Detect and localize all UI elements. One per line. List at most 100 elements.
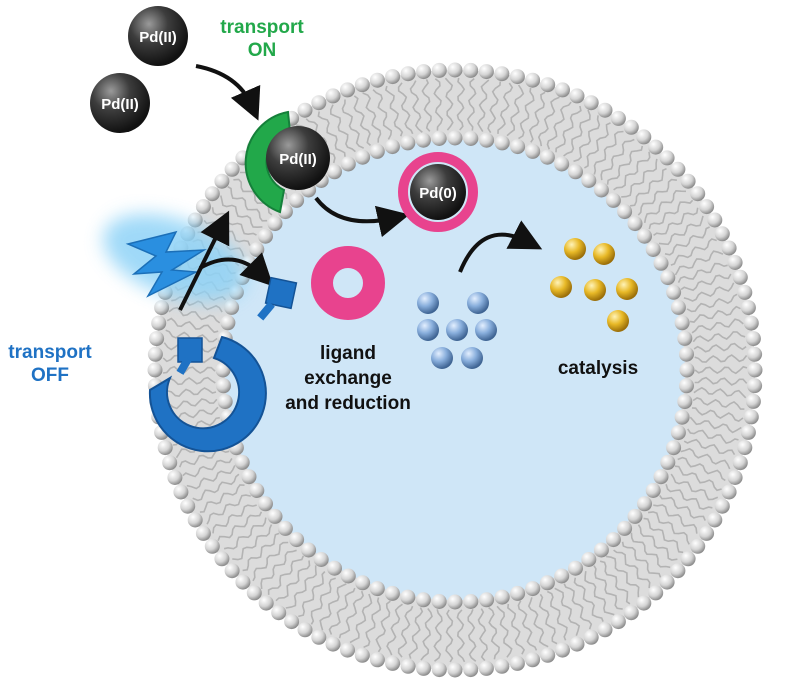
lipid-head xyxy=(385,69,401,85)
lipid-head xyxy=(297,102,313,118)
gold-particle xyxy=(550,276,572,298)
lipid-tail xyxy=(694,365,748,375)
ligand-label-1: ligand xyxy=(320,343,376,364)
lipid-head xyxy=(674,315,690,331)
lipid-head xyxy=(690,186,706,202)
lipid-head xyxy=(234,454,250,470)
lipid-head xyxy=(220,315,236,331)
lipid-head xyxy=(297,622,313,638)
lipid-head xyxy=(727,470,743,485)
lipid-head xyxy=(494,135,510,151)
lipid-tail xyxy=(693,342,747,353)
lipid-head xyxy=(447,130,463,146)
lipid-head xyxy=(195,199,211,215)
lipid-tail xyxy=(647,511,690,545)
gold-particle xyxy=(593,243,615,265)
lipid-head xyxy=(674,409,690,425)
lipid-head xyxy=(204,186,220,202)
lipid-head xyxy=(677,394,693,410)
lipid-head xyxy=(597,622,613,638)
lipid-head xyxy=(340,156,356,172)
lipid-head xyxy=(679,346,694,362)
lipid-tail xyxy=(518,87,535,140)
lipid-tail xyxy=(488,606,500,660)
lipid-head xyxy=(167,470,183,485)
transport-off-label-1: transport xyxy=(8,342,92,363)
lipid-tail xyxy=(683,282,735,302)
lipid-head xyxy=(340,642,355,658)
lipid-tail xyxy=(456,77,466,131)
lipid-tail xyxy=(664,226,710,256)
lipid-tail xyxy=(693,386,747,399)
lipid-tail xyxy=(212,504,257,534)
lipid-head xyxy=(447,62,463,78)
lipid-tail xyxy=(341,99,365,149)
lipid-tail xyxy=(689,305,741,323)
lipid-tail xyxy=(375,600,391,653)
pd2-sphere-2 xyxy=(90,73,150,133)
gold-particle xyxy=(616,278,638,300)
lipid-tail xyxy=(527,597,549,648)
lipid-head xyxy=(740,424,756,440)
released-blocker-square xyxy=(264,276,298,310)
lipid-tail xyxy=(593,130,624,175)
lipid-head xyxy=(593,182,609,198)
lipid-head xyxy=(173,484,189,500)
lipid-tail xyxy=(507,603,526,655)
lipid-tail xyxy=(563,109,591,157)
lipid-head xyxy=(431,131,447,146)
lipid-tail xyxy=(386,603,403,656)
lipid-head xyxy=(431,594,447,609)
lipid-tail xyxy=(689,416,742,434)
lipid-head xyxy=(313,552,329,567)
lipid-head xyxy=(670,563,686,579)
lipid-tail xyxy=(583,122,611,169)
lipid-head xyxy=(301,542,317,558)
pd2-label-2: Pd(II) xyxy=(101,96,139,113)
lipid-head xyxy=(355,149,371,165)
lipid-tail xyxy=(319,583,347,631)
lipid-head xyxy=(431,62,447,78)
lipid-head xyxy=(246,585,262,601)
lipid-tail xyxy=(420,608,433,661)
lipid-tail xyxy=(330,104,356,153)
lipid-head xyxy=(258,496,273,512)
lipid-head xyxy=(627,508,643,524)
lipid-head xyxy=(539,149,555,165)
lipid-head xyxy=(747,362,763,378)
lipid-tail xyxy=(408,607,424,659)
lipid-head xyxy=(597,102,613,118)
lipid-head xyxy=(737,284,753,300)
blue-particle xyxy=(446,319,468,341)
lipid-tail xyxy=(162,365,216,375)
lipid-head xyxy=(666,284,682,300)
lipid-tail xyxy=(546,590,568,641)
lipid-head xyxy=(447,594,463,610)
lipid-head xyxy=(680,551,696,567)
lipid-head xyxy=(745,331,761,347)
lipid-tail xyxy=(670,473,719,501)
lipid-tail xyxy=(328,587,356,635)
lipid-head xyxy=(569,636,585,652)
lipid-head xyxy=(509,69,525,85)
blue-blocker-square xyxy=(177,337,203,363)
lipid-tail xyxy=(433,78,444,131)
lipid-tail xyxy=(637,524,678,561)
lipid-tail xyxy=(232,524,273,561)
lipid-tail xyxy=(605,555,640,598)
lipid-tail xyxy=(349,593,373,644)
lipid-head xyxy=(416,64,432,80)
lipid-tail xyxy=(674,465,722,492)
lipid-tail xyxy=(409,80,423,133)
transport-off-complex xyxy=(148,335,267,453)
lipid-tail xyxy=(613,151,651,191)
lipid-head xyxy=(593,542,609,558)
pd0-sphere xyxy=(410,164,466,220)
lipid-head xyxy=(623,119,639,135)
lipid-tail xyxy=(477,79,490,133)
lipid-head xyxy=(636,595,652,611)
lipid-head xyxy=(267,216,283,232)
lipid-tail xyxy=(467,609,477,662)
lipid-head xyxy=(732,269,748,285)
